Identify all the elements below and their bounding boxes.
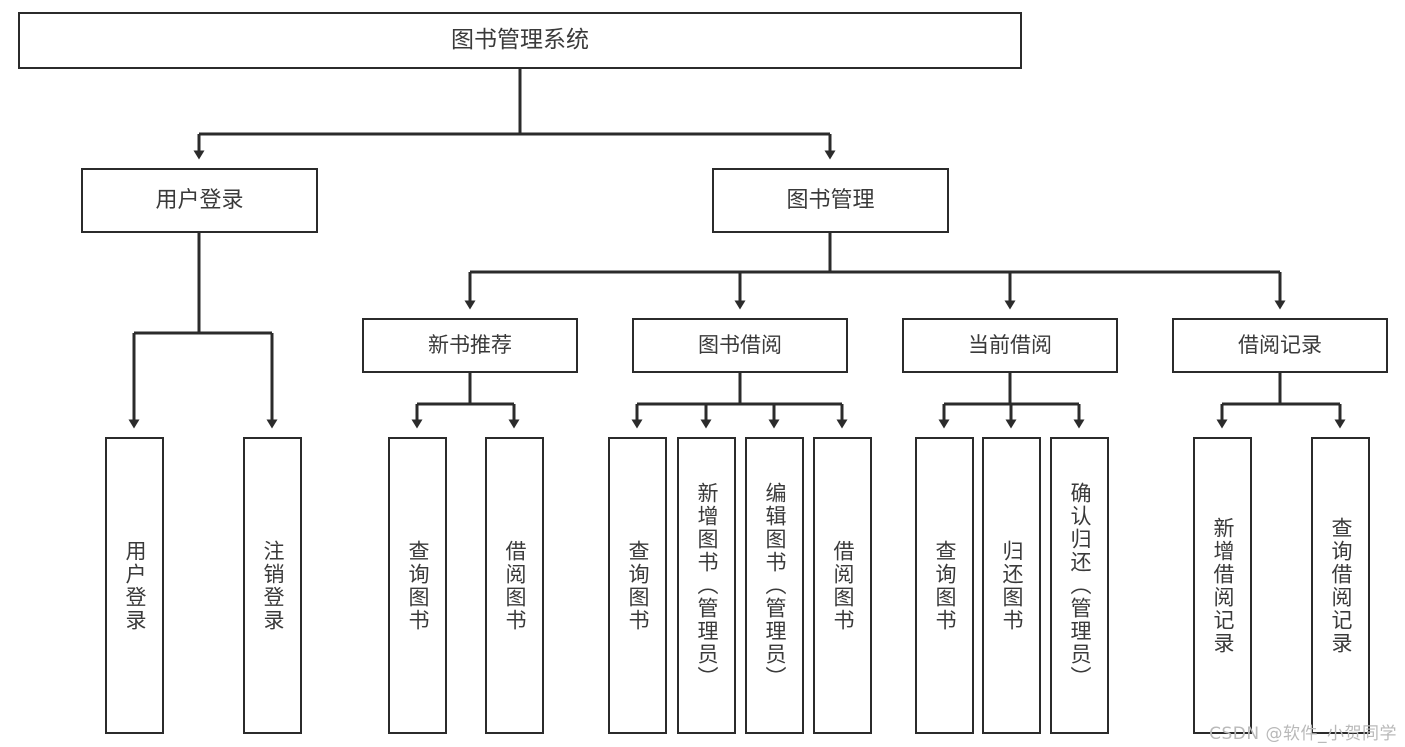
leaf-label: 归还图书 xyxy=(1000,539,1024,632)
leaf-label: 查询图书 xyxy=(406,539,430,632)
leaf-label: 确认归还（管理员） xyxy=(1068,482,1092,689)
node-borrow-record-label: 借阅记录 xyxy=(1238,333,1322,358)
node-book-management-label: 图书管理 xyxy=(786,187,875,213)
leaf-book-borrow-query[interactable]: 查询图书 xyxy=(608,437,667,734)
node-current-borrow[interactable]: 当前借阅 xyxy=(902,318,1118,373)
leaf-user-login-login[interactable]: 用户登录 xyxy=(105,437,164,734)
leaf-label: 查询借阅记录 xyxy=(1329,516,1353,655)
leaf-label: 用户登录 xyxy=(123,539,147,632)
node-current-borrow-label: 当前借阅 xyxy=(968,333,1052,358)
node-new-book-recommend-label: 新书推荐 xyxy=(428,333,512,358)
leaf-book-borrow-borrow[interactable]: 借阅图书 xyxy=(813,437,872,734)
leaf-new-book-query[interactable]: 查询图书 xyxy=(388,437,447,734)
node-book-management[interactable]: 图书管理 xyxy=(712,168,949,233)
leaf-label: 借阅图书 xyxy=(831,539,855,632)
node-user-login-label: 用户登录 xyxy=(155,187,244,213)
leaf-current-borrow-query[interactable]: 查询图书 xyxy=(915,437,974,734)
node-root[interactable]: 图书管理系统 xyxy=(18,12,1022,69)
node-user-login[interactable]: 用户登录 xyxy=(81,168,318,233)
leaf-label: 查询图书 xyxy=(933,539,957,632)
node-book-borrow-label: 图书借阅 xyxy=(698,333,782,358)
leaf-label: 查询图书 xyxy=(626,539,650,632)
leaf-book-borrow-edit[interactable]: 编辑图书（管理员） xyxy=(745,437,804,734)
node-root-label: 图书管理系统 xyxy=(451,26,589,53)
leaf-user-login-logout[interactable]: 注销登录 xyxy=(243,437,302,734)
leaf-current-borrow-confirm-return[interactable]: 确认归还（管理员） xyxy=(1050,437,1109,734)
leaf-borrow-record-add[interactable]: 新增借阅记录 xyxy=(1193,437,1252,734)
leaf-label: 借阅图书 xyxy=(503,539,527,632)
leaf-new-book-borrow[interactable]: 借阅图书 xyxy=(485,437,544,734)
leaf-borrow-record-query[interactable]: 查询借阅记录 xyxy=(1311,437,1370,734)
leaf-label: 新增借阅记录 xyxy=(1211,516,1235,655)
leaf-label: 编辑图书（管理员） xyxy=(763,482,787,689)
watermark: CSDN @软件_小贺同学 xyxy=(1209,724,1397,744)
leaf-book-borrow-add[interactable]: 新增图书（管理员） xyxy=(677,437,736,734)
node-borrow-record[interactable]: 借阅记录 xyxy=(1172,318,1388,373)
leaf-current-borrow-return[interactable]: 归还图书 xyxy=(982,437,1041,734)
node-book-borrow[interactable]: 图书借阅 xyxy=(632,318,848,373)
node-new-book-recommend[interactable]: 新书推荐 xyxy=(362,318,578,373)
leaf-label: 新增图书（管理员） xyxy=(695,482,719,689)
leaf-label: 注销登录 xyxy=(261,539,285,632)
